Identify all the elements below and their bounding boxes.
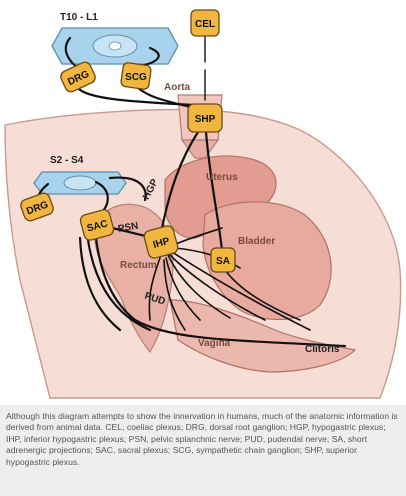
ganglion-sa: SA bbox=[210, 247, 236, 273]
label-vagina: Vagina bbox=[198, 338, 231, 349]
label-spine-upper: T10 - L1 bbox=[60, 12, 98, 23]
ganglion-shp-label: SHP bbox=[195, 114, 216, 125]
ganglion-ihp: IHP bbox=[143, 225, 179, 259]
figure-caption: Although this diagram attempts to show t… bbox=[0, 405, 406, 496]
label-uterus: Uterus bbox=[206, 172, 238, 183]
ganglion-scg-label: SCG bbox=[125, 72, 147, 83]
ganglion-cel: CEL bbox=[190, 9, 220, 37]
ganglion-shp: SHP bbox=[187, 103, 223, 133]
label-rectum: Rectum bbox=[120, 260, 157, 271]
ganglion-drg-upper: DRG bbox=[60, 61, 96, 93]
ganglion-ihp-label: IHP bbox=[152, 236, 171, 251]
ganglion-sac: SAC bbox=[79, 209, 115, 241]
label-aorta: Aorta bbox=[164, 82, 191, 93]
label-psn-nerve: PSN bbox=[117, 221, 139, 235]
ganglion-sa-label: SA bbox=[216, 256, 230, 267]
spine-upper-disc bbox=[51, 27, 179, 65]
ganglion-sac-label: SAC bbox=[86, 218, 109, 234]
innervation-diagram: CEL DRG SCG SHP DRG SAC IHP SA T10 - L1 … bbox=[4, 9, 402, 399]
ganglion-drg-lower: DRG bbox=[20, 192, 54, 222]
ganglion-cel-label: CEL bbox=[195, 19, 215, 30]
label-clitoris: Clitoris bbox=[305, 344, 340, 355]
vagina bbox=[169, 299, 357, 373]
label-bladder: Bladder bbox=[238, 236, 275, 247]
label-spine-lower: S2 - S4 bbox=[50, 155, 84, 166]
nerve-fibers bbox=[36, 35, 347, 348]
ganglion-scg: SCG bbox=[120, 62, 152, 90]
